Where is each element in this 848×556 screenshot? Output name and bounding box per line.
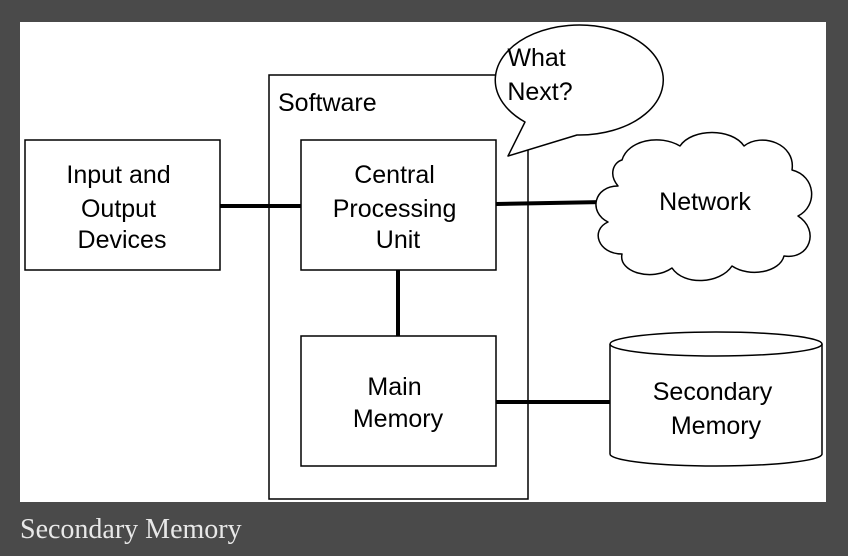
cpu-box: [300, 139, 497, 271]
secondary-memory-cylinder: [609, 344, 823, 467]
io-devices-line-3: Devices: [78, 226, 167, 254]
secondary-memory-cylinder-top: [609, 331, 823, 357]
main-memory-box: [300, 335, 497, 467]
network-cloud: [595, 131, 813, 282]
main-memory-label: Main Memory: [353, 373, 444, 433]
cpu-line-3: Unit: [376, 226, 421, 254]
cpu-line-1: Central: [354, 161, 435, 189]
cpu-network-connector: [495, 200, 606, 206]
io-devices-label: Input and Output Devices: [66, 161, 177, 254]
speech-bubble-text: What Next?: [507, 44, 572, 106]
secondary-memory-label: Secondary Memory: [653, 378, 779, 440]
speech-bubble: [494, 24, 664, 157]
speech-bubble-line-2: Next?: [507, 78, 572, 106]
cpu-line-2: Processing: [333, 195, 457, 223]
network-label: Network: [659, 188, 751, 216]
software-label: Software: [278, 89, 377, 117]
secondary-memory-line-1: Secondary: [653, 378, 773, 406]
main-memory-line-1: Main: [367, 373, 421, 401]
io-devices-line-2: Output: [81, 195, 156, 223]
diagram-figure: Software Input and Output Devices Centra…: [20, 22, 826, 502]
main-memory-line-2: Memory: [353, 405, 444, 433]
io-devices-box: [24, 139, 221, 271]
cpu-label: Central Processing Unit: [333, 161, 464, 254]
speech-bubble-line-1: What: [507, 44, 565, 72]
figure-caption: Secondary Memory: [20, 514, 242, 545]
secondary-memory-line-2: Memory: [671, 412, 762, 440]
io-devices-line-1: Input and: [66, 161, 170, 189]
